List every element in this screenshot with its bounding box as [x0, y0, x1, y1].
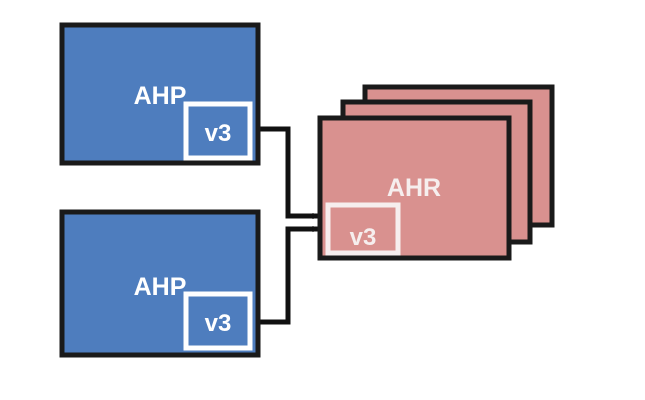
ahr-version-box[interactable]: [325, 202, 401, 256]
ahp-bottom-label: AHP: [134, 273, 187, 301]
ahp-bottom-version-label: v3: [205, 310, 232, 337]
ahr-stack[interactable]: AHR v3: [317, 84, 555, 261]
ahp-bottom-node[interactable]: AHP v3: [59, 209, 261, 358]
ahr-label: AHR: [387, 174, 441, 202]
ahp-top-node[interactable]: AHP v3: [59, 22, 261, 166]
ahp-top-box[interactable]: [59, 22, 261, 166]
ahr-card-front[interactable]: [317, 115, 512, 261]
connector-group: [250, 126, 320, 325]
ahp-bottom-version-box[interactable]: [183, 291, 253, 351]
connector-ahp-top-to-ahr: [250, 126, 320, 220]
ahp-bottom-box[interactable]: [59, 209, 261, 358]
ahp-top-label: AHP: [134, 82, 187, 110]
ahr-version-label: v3: [350, 224, 377, 251]
ahp-top-version-box[interactable]: [183, 101, 253, 161]
ahp-top-version-label: v3: [205, 120, 232, 147]
connector-ahp-bottom-to-ahr: [250, 225, 320, 325]
